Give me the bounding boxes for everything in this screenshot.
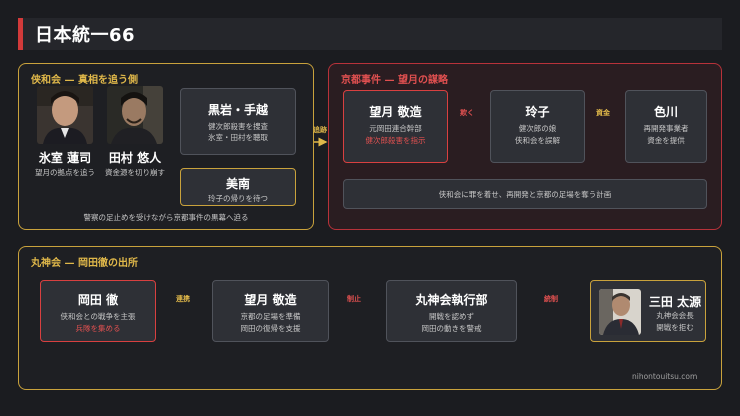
mochizuki-red-line: 健次郎殺害を指示 bbox=[365, 136, 426, 146]
executive-line-2: 岡田の動きを警戒 bbox=[421, 324, 482, 334]
node-minami: 美南 玲子の帰りを待つ bbox=[180, 168, 296, 206]
node-okada: 岡田 徹 侠和会との戦争を主張 兵隊を集める bbox=[40, 280, 156, 342]
mochizuki-name: 望月 敬造 bbox=[369, 105, 422, 119]
reiko-line-2: 侠和会を誤解 bbox=[515, 136, 560, 146]
panel-marujin-title: 丸神会 — 岡田徹の出所 bbox=[31, 258, 138, 269]
node-mochizuki-2: 望月 敬造 京都の足場を準備 岡田の復帰を支援 bbox=[212, 280, 329, 342]
minami-line-1: 玲子の帰りを待つ bbox=[208, 194, 268, 203]
node-reiko: 玲子 健次郎の娘 侠和会を誤解 bbox=[490, 90, 585, 163]
node-mochizuki: 望月 敬造 元岡田連合幹部 健次郎殺害を指示 bbox=[343, 90, 448, 163]
kuroiwa-name: 黒岩・手越 bbox=[207, 103, 268, 117]
mochizuki-line-1: 元岡田連合幹部 bbox=[369, 124, 422, 133]
mochizuki2-name: 望月 敬造 bbox=[244, 293, 297, 307]
edge-label-tsuiseki: 追跡 bbox=[313, 126, 327, 134]
okada-red-line: 兵隊を集める bbox=[75, 324, 121, 334]
edge-label-damasu: 欺く bbox=[460, 109, 474, 117]
mita-photo bbox=[599, 289, 641, 335]
node-irokawa: 色川 再開発事業者 資金を提供 bbox=[625, 90, 707, 163]
node-mita: 三田 太源 丸神会会長 開戦を拒む bbox=[590, 280, 706, 342]
tamura-photo bbox=[107, 86, 163, 144]
mochizuki2-line-2: 岡田の復帰を支援 bbox=[240, 324, 301, 334]
irokawa-line-2: 資金を提供 bbox=[647, 136, 685, 146]
edge-label-renkei: 連携 bbox=[176, 295, 190, 303]
edge-label-shikin: 資金 bbox=[596, 109, 610, 117]
mita-line-1: 丸神会会長 bbox=[656, 311, 694, 320]
node-executive: 丸神会執行部 開戦を認めず 岡田の動きを警戒 bbox=[386, 280, 517, 342]
tamura-desc: 資金源を切り崩す bbox=[105, 168, 165, 177]
edge-label-tosei: 統制 bbox=[544, 295, 558, 303]
panel-kyowa-title: 侠和会 — 真相を追う側 bbox=[31, 75, 138, 86]
kuroiwa-line-2: 氷室・田村を聴取 bbox=[208, 133, 268, 143]
mita-name: 三田 太源 bbox=[648, 295, 702, 309]
executive-name: 丸神会執行部 bbox=[415, 293, 488, 307]
plan-text: 侠和会に罪を着せ、再開発と京都の足場を奪う計画 bbox=[438, 190, 612, 199]
himuro-name: 氷室 蓮司 bbox=[38, 151, 92, 165]
irokawa-line-1: 再開発事業者 bbox=[643, 124, 689, 133]
mochizuki2-line-1: 京都の足場を準備 bbox=[240, 312, 301, 321]
title-bar: 日本統一66 bbox=[18, 18, 722, 50]
kyowa-note: 警察の足止めを受けながら京都事件の黒幕へ迫る bbox=[83, 213, 249, 222]
himuro-desc: 望月の拠点を追う bbox=[35, 168, 95, 177]
himuro-photo bbox=[37, 86, 93, 144]
irokawa-name: 色川 bbox=[653, 105, 678, 119]
mita-line-2: 開戦を拒む bbox=[656, 323, 694, 332]
site-credit: nihontouitsu.com bbox=[632, 372, 698, 381]
node-kuroiwa: 黒岩・手越 健次郎殺害を捜査 氷室・田村を聴取 bbox=[180, 88, 296, 155]
minami-name: 美南 bbox=[225, 177, 250, 191]
okada-name: 岡田 徹 bbox=[77, 293, 119, 307]
reiko-name: 玲子 bbox=[525, 105, 550, 119]
page-title: 日本統一66 bbox=[35, 25, 136, 46]
kuroiwa-line-1: 健次郎殺害を捜査 bbox=[208, 122, 268, 131]
panel-kyoto-title: 京都事件 — 望月の謀略 bbox=[341, 75, 448, 86]
executive-line-1: 開戦を認めず bbox=[429, 312, 474, 321]
plan-box: 侠和会に罪を着せ、再開発と京都の足場を奪う計画 bbox=[343, 179, 707, 209]
tamura-name: 田村 悠人 bbox=[108, 151, 162, 165]
edge-label-seishi: 制止 bbox=[347, 295, 361, 303]
reiko-line-1: 健次郎の娘 bbox=[518, 124, 557, 133]
okada-line-1: 侠和会との戦争を主張 bbox=[60, 312, 136, 321]
